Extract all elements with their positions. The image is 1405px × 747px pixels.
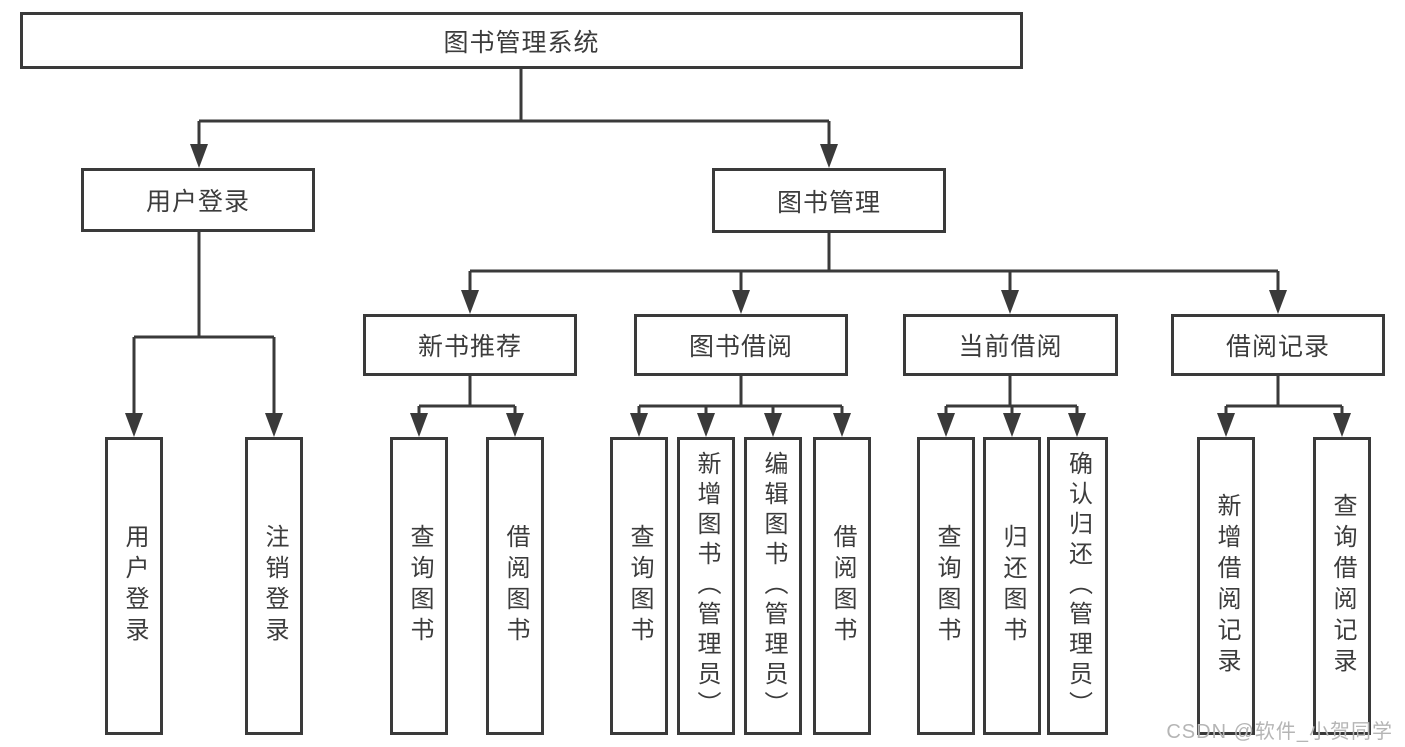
watermark: CSDN @软件_小贺同学 (1166, 721, 1393, 743)
node-root-label: 图书管理系统 (443, 28, 600, 57)
node-borrow-record: 借阅记录 (1171, 314, 1385, 376)
leaf-recommend-query-book: 查询图书 (390, 437, 448, 735)
node-user-login-label: 用户登录 (145, 188, 250, 216)
node-root-system: 图书管理系统 (20, 12, 1023, 69)
node-current-borrow-label: 当前借阅 (958, 333, 1063, 361)
leaf-borrow-query-book: 查询图书 (610, 437, 668, 735)
node-current-borrow: 当前借阅 (903, 314, 1118, 376)
leaf-borrow-borrow-book: 借阅图书 (813, 437, 871, 735)
leaf-borrow-edit-book-admin: 编辑图书（管理员） (744, 437, 802, 735)
leaf-logout-login: 注销登录 (245, 437, 303, 735)
leaf-record-query-borrow-record: 查询借阅记录 (1313, 437, 1371, 735)
leaf-borrow-add-book-admin: 新增图书（管理员） (677, 437, 735, 735)
node-new-book-recommend: 新书推荐 (363, 314, 577, 376)
leaf-recommend-borrow-book: 借阅图书 (486, 437, 544, 735)
node-book-borrow-label: 图书借阅 (688, 333, 793, 361)
leaf-current-confirm-return-admin: 确认归还（管理员） (1047, 437, 1108, 735)
node-book-management-label: 图书管理 (776, 188, 881, 217)
leaf-current-query-book: 查询图书 (917, 437, 975, 735)
node-new-book-recommend-label: 新书推荐 (417, 333, 522, 361)
node-book-management: 图书管理 (712, 168, 946, 233)
leaf-user-login: 用户登录 (105, 437, 163, 735)
leaf-record-add-borrow-record: 新增借阅记录 (1197, 437, 1255, 735)
node-borrow-record-label: 借阅记录 (1225, 333, 1330, 361)
node-user-login: 用户登录 (81, 168, 315, 232)
node-book-borrow: 图书借阅 (634, 314, 848, 376)
leaf-current-return-book: 归还图书 (983, 437, 1041, 735)
